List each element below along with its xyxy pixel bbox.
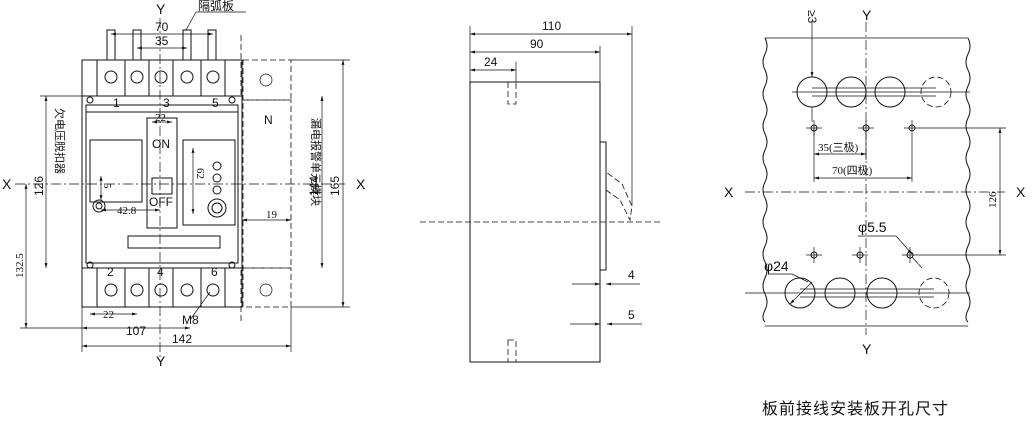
dim-144: 144 — [307, 176, 321, 196]
arc-plate-label: 隔弧板 — [198, 0, 234, 13]
on-label: ON — [152, 137, 170, 151]
terminal-5-label: 5 — [212, 96, 219, 110]
off-label: OFF — [149, 195, 173, 209]
leakage-alarm-label: 漏电报警单元模块 — [309, 118, 323, 206]
terminal-4-label: 4 — [157, 265, 164, 279]
front-cover — [85, 104, 239, 264]
terminal-2-label: 2 — [107, 265, 114, 279]
cutout-x-left: X — [724, 184, 734, 200]
mounting-holes — [806, 120, 1006, 263]
dim-4: 4 — [628, 268, 635, 282]
front-view: 1 3 5 2 4 6 ON OFF — [2, 0, 366, 369]
dim-22-top: 22 — [155, 112, 166, 124]
cutout-caption: 板前接线安装板开孔尺寸 — [762, 399, 949, 418]
cutout-x-right: X — [1016, 184, 1026, 200]
top-terminals: 1 3 5 — [86, 29, 242, 110]
dim-62: 62 — [194, 168, 206, 179]
undervoltage-label: 欠电压脱扣器 — [53, 108, 67, 174]
handle-frame — [146, 117, 178, 229]
dim-5-side: 5 — [628, 308, 635, 322]
undervoltage-module — [89, 139, 143, 203]
dim-phi5-5: φ5.5 — [858, 219, 887, 235]
front-x-right: X — [356, 176, 366, 192]
side-view: 110 90 24 4 5 — [420, 19, 660, 363]
bottom-holes — [745, 277, 970, 309]
cutout-view: ≥3 35(三极) 70(四极) 126 φ5.5 φ24 Y Y X X 板前… — [724, 7, 1026, 418]
dim-35-three-pole: 35(三极) — [818, 140, 859, 154]
dim-70: 70 — [155, 20, 169, 34]
side-body — [469, 81, 601, 363]
dim-phi24: φ24 — [764, 258, 789, 274]
top-holes — [792, 76, 970, 108]
dim-142: 142 — [172, 332, 192, 346]
panel-right-edge — [965, 37, 971, 323]
dim-110: 110 — [542, 19, 561, 33]
dim-24: 24 — [484, 55, 498, 69]
dim-126: 126 — [32, 176, 46, 196]
dim-ge3: ≥3 — [805, 10, 819, 24]
neutral-label: N — [264, 113, 273, 127]
dim-35: 35 — [155, 34, 169, 48]
dim-165: 165 — [328, 176, 342, 196]
dim-70-four-pole: 70(四极) — [832, 163, 873, 177]
dim-5: 5 — [101, 183, 113, 189]
front-x-left: X — [2, 176, 12, 192]
dim-22-bottom: 22 — [103, 309, 114, 321]
neutral-pole-bottom — [242, 267, 292, 308]
dim-107: 107 — [126, 324, 146, 338]
dim-42-8: 42.8 — [117, 205, 137, 217]
dim-19: 19 — [266, 209, 278, 221]
handle — [151, 177, 173, 195]
alarm-module — [182, 139, 236, 226]
terminal-3-label: 3 — [163, 96, 170, 110]
dim-132-5: 132.5 — [14, 253, 26, 278]
front-y-top: Y — [156, 1, 166, 17]
m8-label: M8 — [182, 313, 199, 327]
cutout-y-bottom: Y — [862, 341, 872, 357]
nameplate — [127, 235, 221, 249]
panel-left-edge — [762, 37, 768, 323]
bottom-terminals: 2 4 6 — [86, 261, 242, 322]
cutout-y-top: Y — [862, 7, 872, 23]
dim-126-cutout: 126 — [987, 191, 999, 208]
terminal-1-label: 1 — [113, 96, 120, 110]
neutral-pole-top — [242, 59, 292, 101]
dim-90: 90 — [530, 37, 544, 51]
front-y-bottom: Y — [156, 353, 166, 369]
terminal-6-label: 6 — [211, 265, 218, 279]
